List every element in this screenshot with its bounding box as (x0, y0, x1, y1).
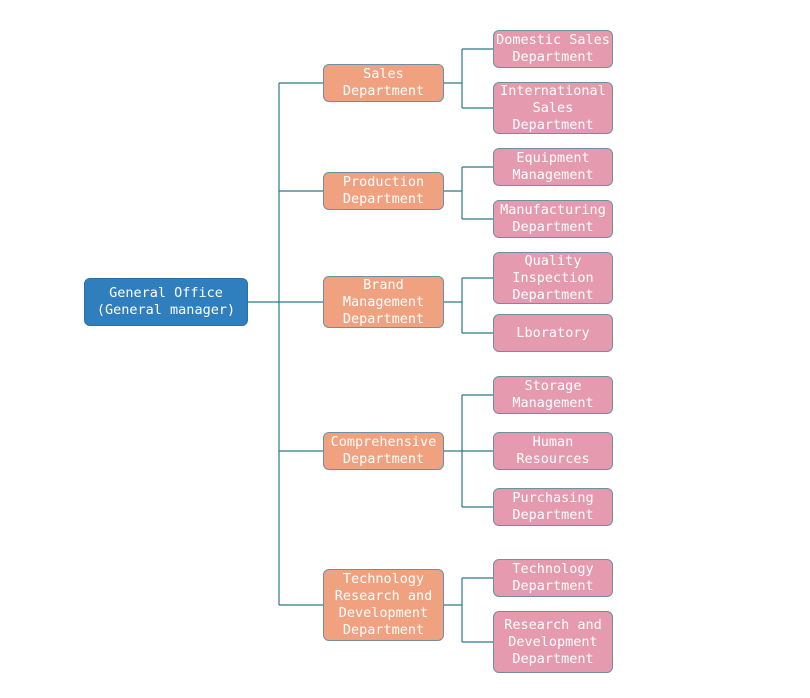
sub-department-node-storage-management: Storage Management (493, 376, 613, 414)
sub-department-node-equipment-management: Equipment Management (493, 148, 613, 186)
department-node-brand-management-department: Brand Management Department (323, 276, 444, 328)
sub-department-node-quality-inspection-department: Quality Inspection Department (493, 252, 613, 304)
sub-department-node-lboratory: Lboratory (493, 314, 613, 352)
sub-department-node-technology-department: Technology Department (493, 559, 613, 597)
sub-department-node-domestic-sales-department: Domestic Sales Department (493, 30, 613, 68)
department-node-comprehensive-department: Comprehensive Department (323, 432, 444, 470)
sub-department-node-purchasing-department: Purchasing Department (493, 488, 613, 526)
root-node-general-office: General Office (General manager) (84, 278, 248, 326)
sub-department-node-international-sales-department: International Sales Department (493, 82, 613, 134)
sub-department-node-human-resources: Human Resources (493, 432, 613, 470)
department-node-technology-research-and-development-department: Technology Research and Development Depa… (323, 569, 444, 641)
department-node-sales-department: Sales Department (323, 64, 444, 102)
sub-department-node-research-and-development-department: Research and Development Department (493, 611, 613, 673)
sub-department-node-manufacturing-department: Manufacturing Department (493, 200, 613, 238)
department-node-production-department: Production Department (323, 172, 444, 210)
